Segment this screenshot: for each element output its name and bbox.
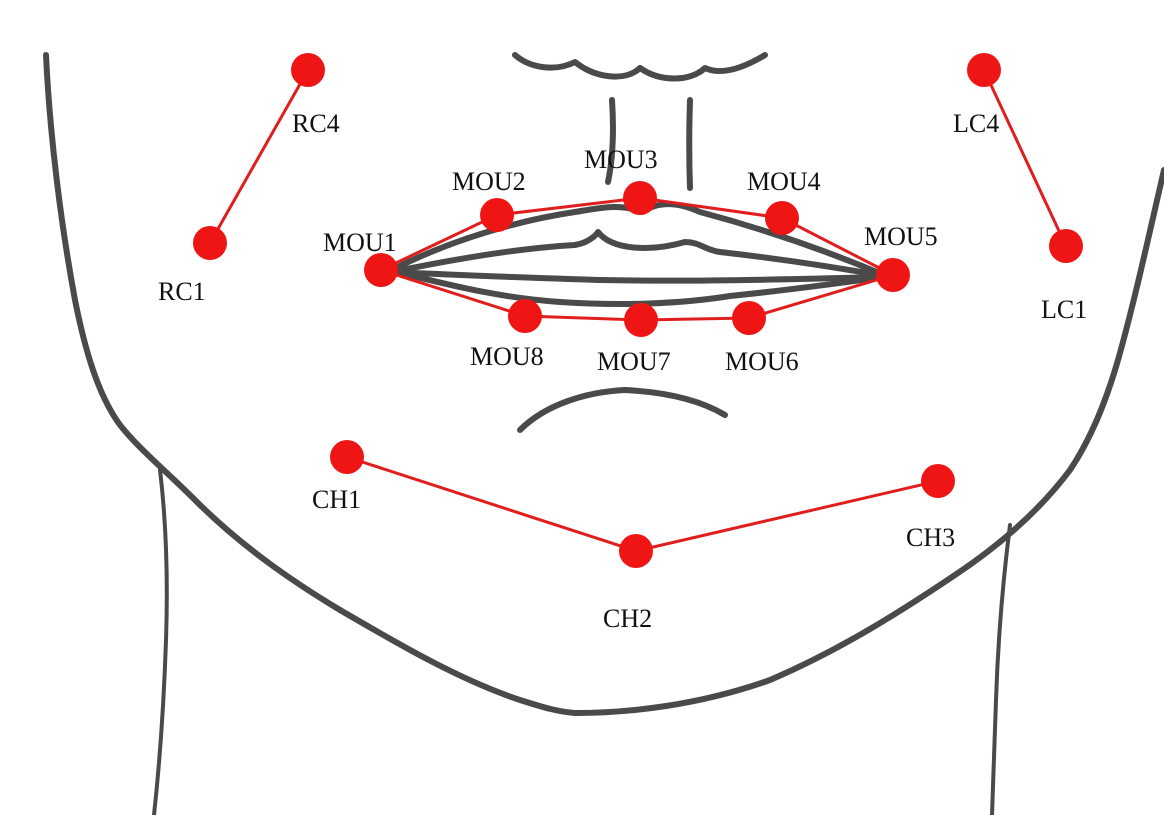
connector-rc4-rc1 bbox=[210, 70, 308, 243]
label-lc4: LC4 bbox=[953, 109, 999, 138]
label-lc1: LC1 bbox=[1041, 295, 1087, 324]
marker-ch3 bbox=[921, 464, 955, 498]
label-mou6: MOU6 bbox=[725, 347, 799, 376]
label-mou1: MOU1 bbox=[323, 228, 397, 257]
label-mou8: MOU8 bbox=[470, 342, 544, 371]
marker-mou4 bbox=[765, 201, 799, 235]
marker-lc4 bbox=[967, 53, 1001, 87]
marker-ch1 bbox=[330, 440, 364, 474]
label-ch3: CH3 bbox=[906, 523, 955, 552]
marker-mou1 bbox=[364, 253, 398, 287]
label-mou2: MOU2 bbox=[452, 167, 526, 196]
label-rc4: RC4 bbox=[292, 109, 340, 138]
philtrum-right bbox=[689, 100, 690, 188]
marker-mou8 bbox=[508, 299, 542, 333]
marker-mou3 bbox=[623, 181, 657, 215]
label-ch1: CH1 bbox=[312, 485, 361, 514]
left-face-contour bbox=[46, 55, 575, 713]
nose-bottom bbox=[515, 55, 765, 79]
label-mou3: MOU3 bbox=[584, 145, 658, 174]
connector-lc4-lc1 bbox=[984, 70, 1066, 246]
label-ch2: CH2 bbox=[603, 604, 652, 633]
marker-mou2 bbox=[480, 198, 514, 232]
marker-mou6 bbox=[732, 301, 766, 335]
marker-rc4 bbox=[291, 53, 325, 87]
marker-lc1 bbox=[1049, 229, 1083, 263]
label-mou4: MOU4 bbox=[747, 167, 821, 196]
connector-ch2-ch3 bbox=[636, 481, 938, 551]
lip-separation bbox=[395, 272, 884, 281]
label-rc1: RC1 bbox=[158, 277, 206, 306]
marker-rc1 bbox=[193, 226, 227, 260]
marker-mou7 bbox=[624, 303, 658, 337]
right-neck-line bbox=[992, 525, 1010, 815]
chin-crease bbox=[520, 390, 725, 430]
marker-ch2 bbox=[619, 534, 653, 568]
connector-ch1-ch2 bbox=[347, 457, 636, 551]
label-mou5: MOU5 bbox=[864, 222, 938, 251]
label-mou7: MOU7 bbox=[597, 347, 671, 376]
connector-mou7-mou8 bbox=[525, 316, 641, 320]
left-neck-line bbox=[154, 470, 167, 815]
marker-mou5 bbox=[876, 258, 910, 292]
